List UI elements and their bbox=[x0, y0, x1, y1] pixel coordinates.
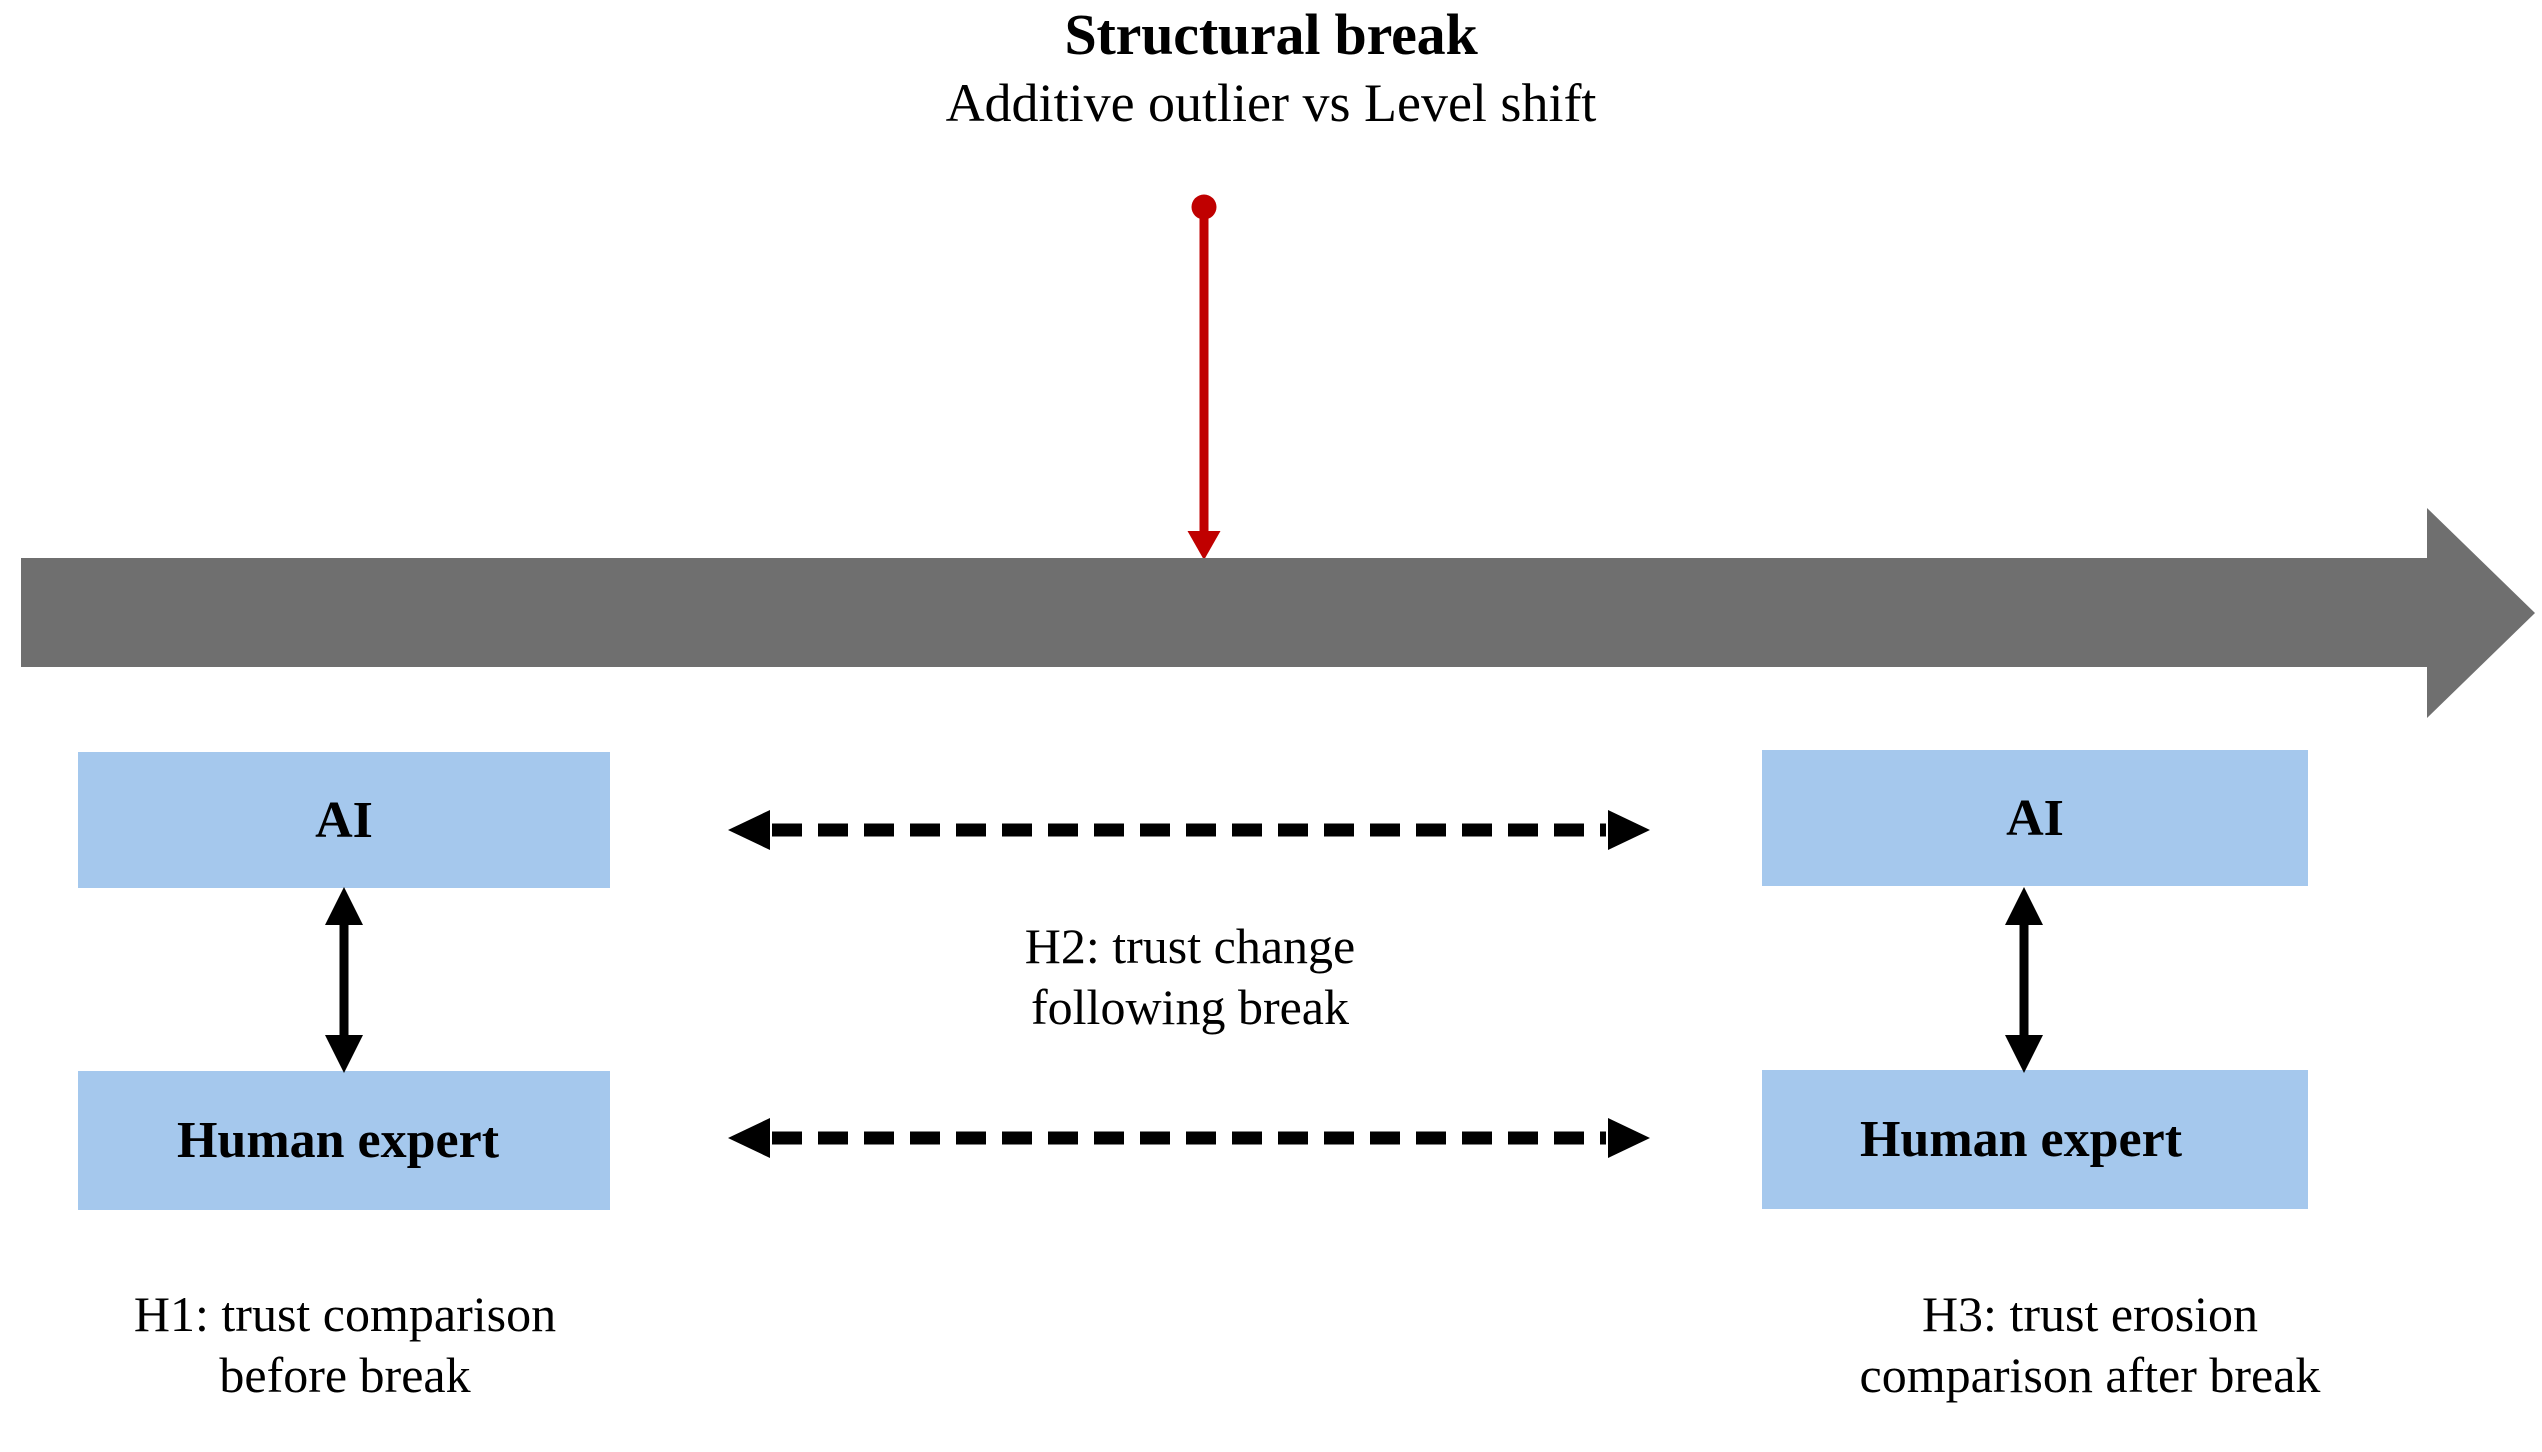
double-headed-vertical-arrow-icon bbox=[1994, 885, 2054, 1075]
hlink-bottom-arrowhead-right bbox=[1608, 1118, 1650, 1158]
hlink-top-arrowhead-left bbox=[728, 810, 770, 850]
node-human-before-label: Human expert bbox=[176, 1112, 500, 1169]
page-title: Structural break bbox=[1064, 2, 1478, 67]
caption-h3-line1: H3: trust erosion bbox=[1921, 1286, 2259, 1342]
caption-h3: H3: trust erosion comparison after break bbox=[1700, 1284, 2480, 1406]
node-human-after[interactable]: Human expert bbox=[1762, 1070, 2308, 1209]
node-human-after-label: Human expert bbox=[1859, 1111, 2183, 1168]
vlink-before-svg bbox=[325, 887, 363, 1073]
double-headed-horizontal-arrow-icon bbox=[726, 1110, 1652, 1166]
caption-h1-line1: H1: trust comparison bbox=[133, 1286, 557, 1342]
caption-h1-line2: before break bbox=[219, 1347, 471, 1403]
timeline-arrow-svg bbox=[21, 508, 2535, 718]
node-ai-before-label: AI bbox=[315, 791, 373, 849]
timeline-arrow-shape bbox=[21, 508, 2535, 718]
hlink-top-arrowhead-right bbox=[1608, 810, 1650, 850]
caption-h2: H2: trust change following break bbox=[730, 916, 1650, 1038]
vlink-after-stem bbox=[2019, 913, 2029, 1047]
node-ai-before[interactable]: AI bbox=[78, 752, 610, 888]
caption-h3-line2: comparison after break bbox=[1859, 1347, 2321, 1403]
vlink-after-arrowhead-down bbox=[2005, 1035, 2043, 1073]
node-ai-after-label: AI bbox=[2006, 789, 2064, 847]
vlink-after-arrowhead-up bbox=[2005, 887, 2043, 925]
hlink-bottom-arrowhead-left bbox=[728, 1118, 770, 1158]
break-pointer-icon bbox=[1176, 192, 1232, 564]
node-human-before[interactable]: Human expert bbox=[78, 1071, 610, 1210]
page-subtitle: Additive outlier vs Level shift bbox=[945, 73, 1597, 133]
caption-h1: H1: trust comparison before break bbox=[20, 1284, 670, 1406]
double-headed-horizontal-arrow-icon bbox=[726, 802, 1652, 858]
break-pointer-svg bbox=[1187, 194, 1221, 560]
vlink-before-arrowhead-up bbox=[325, 887, 363, 925]
double-headed-vertical-arrow-icon bbox=[314, 885, 374, 1075]
hlink-top-svg bbox=[728, 810, 1650, 850]
caption-h2-line1: H2: trust change bbox=[1024, 918, 1356, 974]
node-ai-after[interactable]: AI bbox=[1762, 750, 2308, 886]
break-pointer-arrowhead bbox=[1187, 531, 1221, 560]
vlink-before-arrowhead-down bbox=[325, 1035, 363, 1073]
vlink-before-stem bbox=[339, 913, 349, 1047]
caption-h2-line2: following break bbox=[1031, 979, 1349, 1035]
hlink-bottom-svg bbox=[728, 1118, 1650, 1158]
break-pointer-stem bbox=[1199, 207, 1209, 534]
timeline-arrow-icon bbox=[16, 500, 2542, 730]
vlink-after-svg bbox=[2005, 887, 2043, 1073]
